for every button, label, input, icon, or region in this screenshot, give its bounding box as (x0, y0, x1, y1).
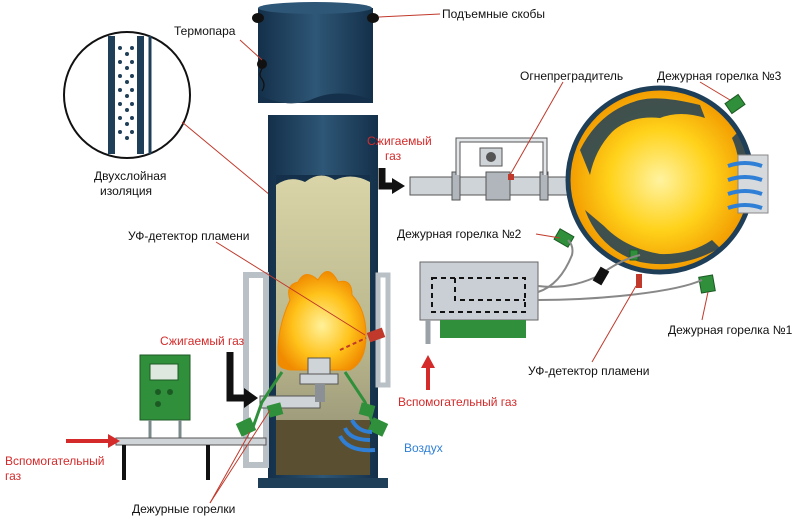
label-pilot-burner-1: Дежурная горелка №1 (668, 323, 793, 337)
control-cabinet-right (419, 239, 703, 344)
label-aux-gas-left-1: Вспомогательный (5, 454, 104, 468)
label-flame-arrester: Огнепреградитель (520, 69, 623, 83)
aux-gas-arrow-right (421, 355, 435, 390)
label-insulation-2: изоляция (100, 184, 152, 198)
pilot-burner-1-body (698, 274, 716, 294)
label-thermocouple: Термопара (174, 24, 236, 38)
label-aux-gas-left-2: газ (5, 469, 22, 483)
label-waste-gas-left: Сжигаемый газ (160, 334, 245, 348)
pilot-burner-3-body (724, 93, 746, 115)
aux-gas-line-left (66, 434, 267, 480)
label-uv-detector-left: УФ-детектор пламени (128, 229, 250, 243)
label-pilot-burner-3: Дежурная горелка №3 (657, 69, 782, 83)
label-air: Воздух (404, 441, 443, 455)
leader-lines (209, 13, 731, 504)
label-aux-gas-right: Вспомогательный газ (398, 395, 517, 409)
label-waste-gas-top-1: Сжигаемый (367, 134, 432, 148)
label-pilot-burner-2: Дежурная горелка №2 (397, 227, 522, 241)
lifting-bracket-right (367, 13, 379, 23)
waste-gas-pipe-lower (226, 352, 339, 409)
waste-gas-pipe-right (378, 137, 581, 201)
sphere-air-slots (727, 154, 769, 214)
lifting-bracket-left (252, 13, 264, 23)
label-insulation-1: Двухслойная (94, 169, 166, 183)
insulation-detail (63, 31, 283, 206)
stack-pilot-burners (235, 371, 389, 437)
stack-upper (252, 2, 379, 104)
label-uv-detector-right: УФ-детектор пламени (528, 364, 650, 378)
label-lifting-brackets: Подъемные скобы (442, 7, 545, 21)
uv-detector-stack (339, 327, 386, 351)
air-inlet (338, 419, 376, 453)
control-cabinet-left (139, 354, 191, 440)
uv-detector-sphere (636, 274, 642, 288)
combustion-sphere (565, 85, 755, 275)
label-pilot-burners: Дежурные горелки (132, 502, 235, 516)
label-waste-gas-top-2: газ (385, 149, 402, 163)
stack-flame (277, 271, 367, 371)
thermocouple-probe (257, 59, 267, 69)
